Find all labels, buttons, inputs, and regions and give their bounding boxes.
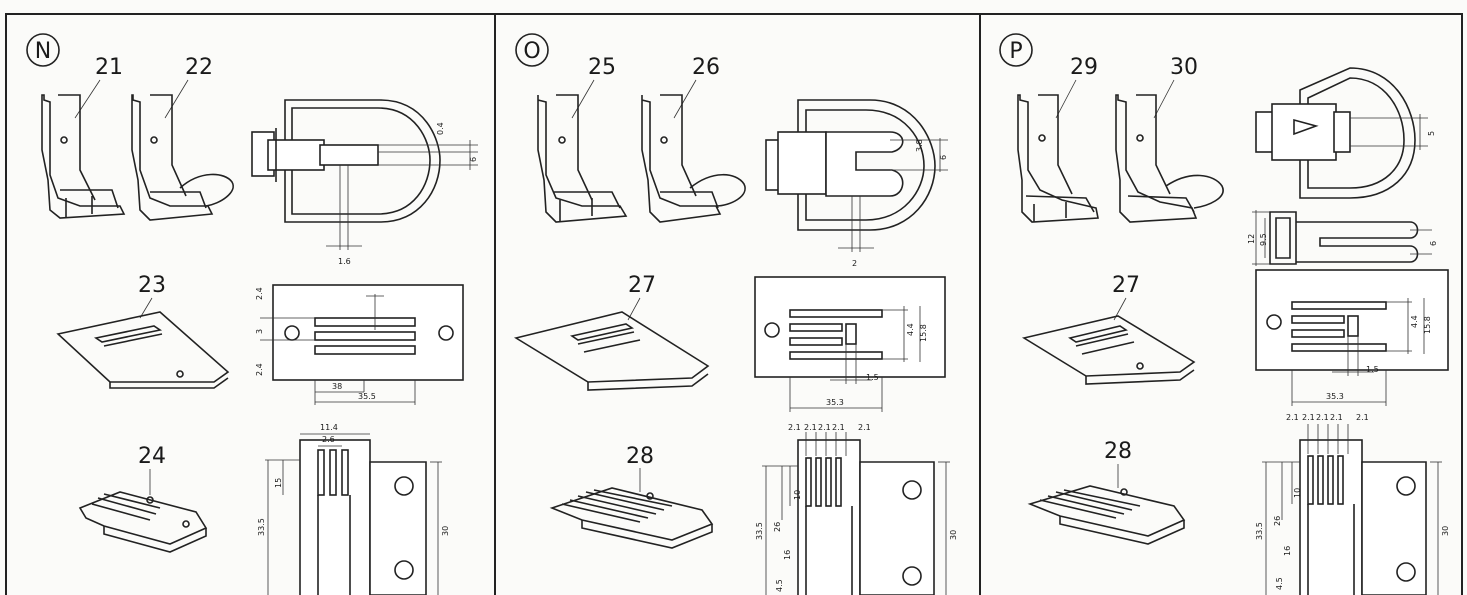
presser-foot-26-drawing	[641, 94, 746, 223]
dim-o-plate-b: 15.8	[919, 324, 928, 342]
presser-foot-30-drawing	[1115, 94, 1224, 223]
part-label-25: 25	[588, 55, 616, 80]
dim-plate-d: 38	[332, 382, 342, 391]
slot-detail-p-drawing	[1252, 210, 1432, 266]
needle-plate-27-o-drawing	[513, 311, 710, 391]
dim-p-dog-t2: 2.1	[1302, 413, 1315, 422]
part-label-30: 30	[1170, 55, 1198, 80]
dim-o-dog-t1: 2.1	[788, 423, 801, 432]
dim-o-plate-a: 4.4	[906, 323, 915, 336]
dim-dog-c: 15	[274, 478, 283, 488]
panel-n-letter: N	[35, 39, 51, 64]
presser-foot-21-drawing	[41, 94, 126, 219]
dim-p-plate-c: 1.5	[1366, 365, 1379, 374]
dim-o-dog-c: 16	[783, 550, 792, 560]
dim-o-dog-d: 33.5	[755, 522, 764, 540]
dim-o-plate-c: 1.5	[866, 373, 879, 382]
presser-foot-22-drawing	[131, 94, 234, 221]
part-label-22: 22	[185, 55, 213, 80]
dim-p-slot-b: 9.5	[1259, 233, 1268, 246]
needle-plate-plan-p-drawing	[1255, 269, 1449, 406]
dim-foot-b: 6	[469, 157, 478, 162]
panel-o-letter: O	[523, 39, 540, 64]
sheet-frame	[5, 13, 1463, 595]
feed-dog-plan-p-drawing	[1262, 424, 1442, 595]
dim-dog-d: 33.5	[257, 518, 266, 536]
needle-plate-plan-drawing	[260, 284, 464, 405]
presser-foot-29-drawing	[1017, 94, 1099, 223]
dim-o-dog-t2: 2.1	[804, 423, 817, 432]
feed-dog-28-o-drawing	[549, 487, 714, 549]
needle-plate-plan-o-drawing	[754, 276, 946, 412]
dim-o-dog-a: 10	[793, 490, 802, 500]
dim-plate-e: 35.5	[358, 392, 376, 401]
dim-p-plate-a: 4.4	[1410, 315, 1419, 328]
dim-o-foot-b: 6	[939, 155, 948, 160]
part-label-28-p: 28	[1104, 439, 1132, 464]
dim-p-plate-b: 15.8	[1423, 316, 1432, 334]
part-label-23: 23	[138, 273, 166, 298]
dim-foot-a: 0.4	[436, 122, 445, 135]
dim-p-dog-d: 33.5	[1255, 522, 1264, 540]
part-label-26: 26	[692, 55, 720, 80]
dim-o-foot-c: 2	[852, 259, 857, 268]
foot-guard-plan-o-drawing	[765, 99, 948, 252]
dim-o-plate-d: 35.3	[826, 398, 844, 407]
feed-dog-plan-drawing	[265, 433, 442, 595]
part-label-29: 29	[1070, 55, 1098, 80]
dim-p-dog-t1: 2.1	[1286, 413, 1299, 422]
dim-p-foot-a: 5	[1427, 131, 1436, 136]
dim-o-dog-b: 26	[773, 522, 782, 532]
dim-p-slot-c: 6	[1429, 241, 1438, 246]
feed-dog-28-p-drawing	[1027, 485, 1186, 545]
dim-p-slot-a: 12	[1247, 234, 1256, 244]
dim-o-dog-e: 4.5	[775, 579, 784, 592]
foot-guard-plan-drawing	[251, 99, 478, 250]
panel-p: P 29 30	[999, 33, 1450, 595]
part-label-21: 21	[95, 55, 123, 80]
presser-foot-25-drawing	[537, 94, 628, 223]
dim-p-dog-t4: 2.1	[1330, 413, 1343, 422]
part-label-28-o: 28	[626, 444, 654, 469]
dim-p-dog-t3: 2.1	[1316, 413, 1329, 422]
dim-p-dog-b: 26	[1273, 516, 1282, 526]
part-label-24: 24	[138, 444, 166, 469]
dim-dog-a: 11.4	[320, 423, 338, 432]
dim-o-foot-a: 3.8	[915, 139, 924, 152]
panel-n: N 21 22	[26, 33, 478, 595]
panel-n-letter-circle	[26, 33, 60, 67]
dim-plate-c: 2.4	[255, 363, 264, 376]
panel-p-letter: P	[1009, 39, 1022, 64]
foot-guard-plan-p-drawing	[1255, 67, 1428, 199]
dim-p-dog-f: 30	[1441, 526, 1450, 536]
dim-p-dog-e: 4.5	[1275, 577, 1284, 590]
dim-plate-b: 3	[255, 329, 264, 334]
dim-o-dog-t3: 2.1	[818, 423, 831, 432]
dim-p-plate-d: 35.3	[1326, 392, 1344, 401]
feed-dog-24-drawing	[78, 491, 208, 553]
panel-p-letter-circle	[999, 33, 1033, 67]
dim-p-dog-a: 10	[1293, 488, 1302, 498]
dim-plate-a: 2.4	[255, 287, 264, 300]
panel-o: O 25 26	[513, 33, 958, 595]
dim-p-dog-c: 16	[1283, 546, 1292, 556]
dim-o-dog-t4: 2.1	[832, 423, 845, 432]
dim-p-dog-t5: 2.1	[1356, 413, 1369, 422]
needle-plate-23-drawing	[56, 311, 230, 389]
dim-o-dog-f: 30	[949, 530, 958, 540]
panel-o-letter-circle	[515, 33, 549, 67]
dim-dog-e: 30	[441, 526, 450, 536]
dim-o-dog-t5: 2.1	[858, 423, 871, 432]
dim-foot-c: 1.6	[338, 257, 351, 266]
needle-plate-27-p-drawing	[1021, 315, 1196, 385]
feed-dog-plan-o-drawing	[762, 432, 950, 595]
part-label-27-p: 27	[1112, 273, 1140, 298]
part-label-27-o: 27	[628, 273, 656, 298]
dim-dog-b: 2.6	[322, 435, 335, 444]
